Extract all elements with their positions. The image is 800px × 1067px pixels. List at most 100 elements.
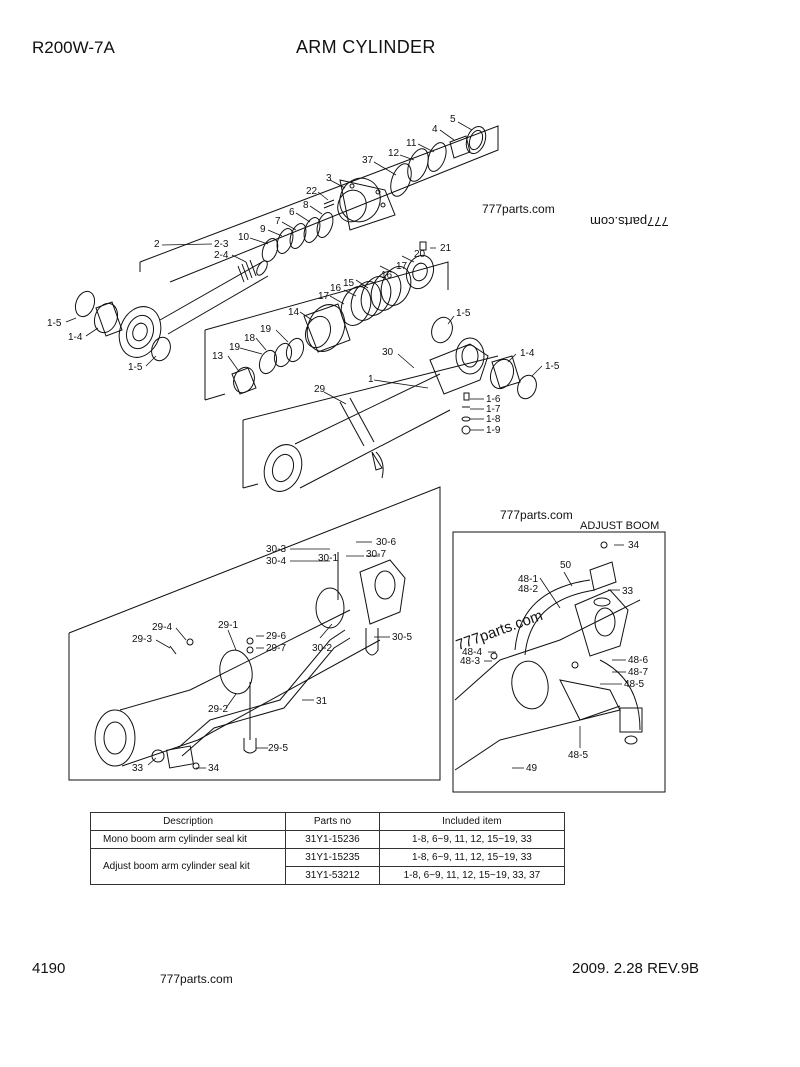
cell-included-item: 1-8, 6~9, 11, 12, 15~19, 33, 37: [378, 866, 566, 885]
label-1-5-d: 1-5: [545, 361, 560, 372]
watermark: 777parts.com: [590, 214, 669, 229]
tube-group-frame: [242, 355, 499, 489]
label-adj-50: 50: [560, 560, 572, 571]
label-5: 5: [450, 114, 456, 125]
label-1-5-a: 1-5: [47, 318, 62, 329]
label-30-3: 30-3: [266, 544, 286, 555]
label-adj-34: 34: [628, 540, 640, 551]
label-7: 7: [275, 216, 281, 227]
label-19-a: 19: [260, 324, 272, 335]
cell-parts-no: 31Y1-15235: [285, 848, 380, 867]
label-33: 33: [132, 763, 144, 774]
label-1-9: 1-9: [486, 425, 501, 436]
label-adj-33: 33: [622, 586, 634, 597]
label-29-4: 29-4: [152, 622, 172, 633]
label-48-4: 48-4: [462, 647, 482, 658]
callout-labels: 5 4 11 12 37 3 22 8 6 7 9 10 2 2-3 2-4 1…: [47, 114, 659, 774]
label-1-7: 1-7: [486, 404, 501, 415]
label-11: 11: [406, 138, 417, 149]
label-9: 9: [260, 224, 266, 235]
label-2-4: 2-4: [214, 250, 229, 261]
label-13: 13: [212, 351, 224, 362]
piston-group-frame: [204, 261, 449, 401]
label-48-5-a: 48-5: [624, 679, 644, 690]
piston-rod: [74, 259, 269, 362]
table-row: Adjust boom arm cylinder seal kit 31Y1-1…: [89, 848, 566, 885]
label-12: 12: [388, 148, 400, 159]
label-17-b: 17: [318, 291, 330, 302]
label-20: 20: [414, 249, 426, 260]
label-48-1: 48-1: [518, 574, 538, 585]
adjust-boom-frame: [452, 531, 666, 793]
label-29: 29: [314, 384, 326, 395]
cell-description: Mono boom arm cylinder seal kit: [89, 830, 287, 849]
cell-parts-no: 31Y1-53212: [285, 866, 380, 885]
label-29-1: 29-1: [218, 620, 238, 631]
label-17-a: 17: [396, 261, 408, 272]
col-header-included-item: Included item: [378, 812, 566, 831]
label-1-4-b: 1-4: [520, 348, 535, 359]
label-30-2: 30-2: [312, 643, 332, 654]
label-10: 10: [238, 232, 250, 243]
label-15: 15: [343, 278, 355, 289]
detail-pipe-parts: [94, 552, 406, 770]
label-1: 1: [368, 374, 374, 385]
label-3: 3: [326, 173, 332, 184]
label-1-5-c: 1-5: [456, 308, 471, 319]
table-header-row: Description Parts no Included item: [89, 812, 566, 831]
label-1-5-b: 1-5: [128, 362, 143, 373]
label-48-7: 48-7: [628, 667, 648, 678]
label-31: 31: [316, 696, 328, 707]
page-number: 4190: [32, 960, 66, 977]
label-30-4: 30-4: [266, 556, 286, 567]
label-1-6: 1-6: [486, 394, 501, 405]
detail-frame-pipe: [68, 486, 441, 781]
label-2: 2: [154, 239, 160, 250]
label-16-b: 16: [330, 283, 342, 294]
label-22: 22: [306, 186, 318, 197]
label-34: 34: [208, 763, 220, 774]
table-row: Mono boom arm cylinder seal kit 31Y1-152…: [89, 830, 566, 849]
label-18: 18: [244, 333, 256, 344]
adjust-boom-parts: [454, 541, 643, 771]
label-29-6: 29-6: [266, 631, 286, 642]
cell-included-item: 1-8, 6~9, 11, 12, 15~19, 33: [378, 848, 566, 867]
piston-parts: [231, 241, 435, 395]
label-6: 6: [289, 207, 295, 218]
seal-kit-table: Description Parts no Included item Mono …: [89, 812, 566, 885]
label-29-2: 29-2: [208, 704, 228, 715]
label-1-8: 1-8: [486, 414, 501, 425]
cell-parts-no: 31Y1-15236: [285, 830, 380, 849]
col-header-parts-no: Parts no: [285, 812, 380, 831]
rod-head-parts: [261, 125, 487, 263]
label-48-2: 48-2: [518, 584, 538, 595]
label-8: 8: [303, 200, 309, 211]
revision-date: 2009. 2.28 REV.9B: [572, 960, 700, 977]
col-header-description: Description: [89, 812, 287, 831]
label-30-1: 30-1: [318, 553, 338, 564]
watermark: 777parts.com: [160, 972, 233, 986]
label-29-5: 29-5: [268, 743, 288, 754]
label-48-5-b: 48-5: [568, 750, 588, 761]
label-21: 21: [440, 243, 452, 254]
cell-description: Adjust boom arm cylinder seal kit: [89, 848, 287, 885]
label-30: 30: [382, 347, 394, 358]
model-code: R200W-7A: [32, 38, 115, 57]
watermark: 777parts.com: [500, 508, 573, 522]
label-30-5: 30-5: [392, 632, 412, 643]
label-4: 4: [432, 124, 438, 135]
label-48-6: 48-6: [628, 655, 648, 666]
label-19-b: 19: [229, 342, 241, 353]
label-29-7: 29-7: [266, 643, 286, 654]
cell-included-item: 1-8, 6~9, 11, 12, 15~19, 33: [378, 830, 566, 849]
label-1-4-a: 1-4: [68, 332, 83, 343]
watermark: 777parts.com: [482, 202, 555, 216]
label-29-3: 29-3: [132, 634, 152, 645]
table-row: 31Y1-53212 1-8, 6~9, 11, 12, 15~19, 33, …: [91, 866, 566, 885]
cylinder-tube: [263, 316, 537, 492]
label-16-a: 16: [381, 270, 393, 281]
label-49: 49: [526, 763, 538, 774]
label-48-3: 48-3: [460, 656, 480, 667]
leader-lines: [65, 121, 626, 769]
